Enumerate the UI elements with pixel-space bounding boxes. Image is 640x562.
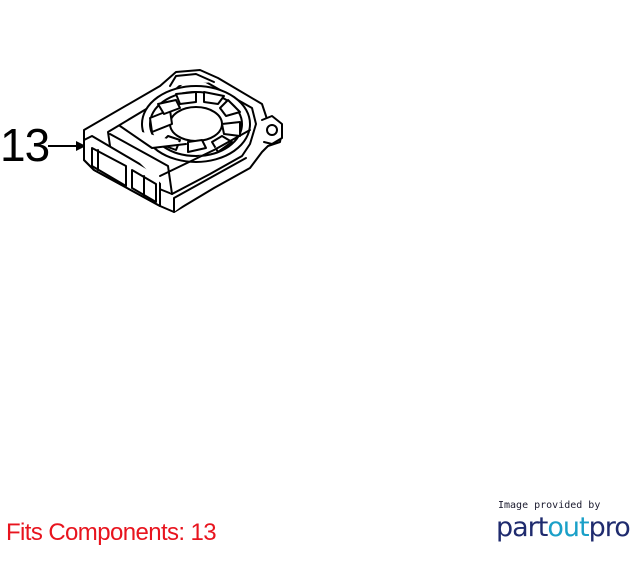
callout-number-label: 13 [0,119,50,171]
callout-arrow [48,141,86,151]
logo-pro-text: pro [588,512,631,543]
partoutpro-logo: partoutpro [468,512,631,544]
fan-assembly-drawing [83,69,283,213]
logo-out-text: out [547,512,589,543]
fits-components-text: Fits Components: 13 [6,519,217,546]
provider-caption: Image provided by [498,500,601,511]
logo-part-text: part [496,512,548,543]
image-provider-credit: Image provided by partoutpro [468,500,631,544]
